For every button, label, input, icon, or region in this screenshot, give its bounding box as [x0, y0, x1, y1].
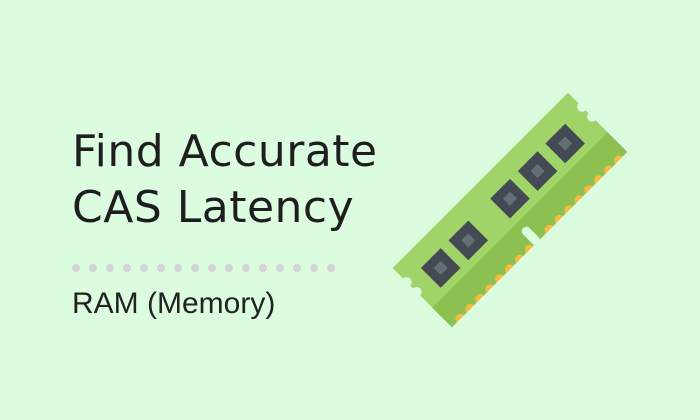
divider-dot — [191, 264, 199, 272]
divider-dot — [276, 264, 284, 272]
divider-dot — [174, 264, 182, 272]
divider-dot — [106, 264, 114, 272]
divider-dot — [293, 264, 301, 272]
divider-dot — [89, 264, 97, 272]
divider-dot — [157, 264, 165, 272]
title-line-1: Find Accurate — [72, 126, 378, 177]
title-line-2: CAS Latency — [72, 182, 355, 233]
divider-dot — [327, 264, 335, 272]
dotted-divider — [72, 264, 335, 272]
subtitle: RAM (Memory) — [72, 287, 276, 320]
divider-dot — [140, 264, 148, 272]
divider-dot — [208, 264, 216, 272]
divider-dot — [310, 264, 318, 272]
divider-dot — [225, 264, 233, 272]
divider-dot — [123, 264, 131, 272]
divider-dot — [259, 264, 267, 272]
divider-dot — [242, 264, 250, 272]
ram-stick-icon — [392, 92, 635, 335]
divider-dot — [72, 264, 80, 272]
page-title: Find Accurate CAS Latency — [72, 124, 378, 236]
